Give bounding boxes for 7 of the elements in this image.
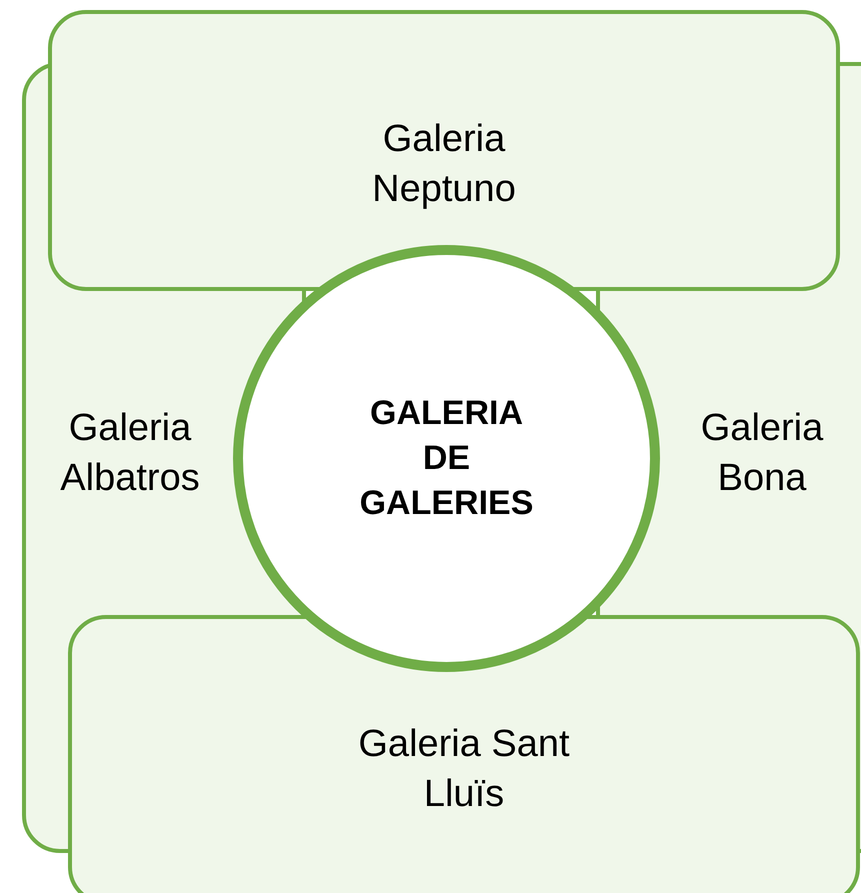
gallery-box: [68, 615, 860, 893]
node-label: GALERIA DE GALERIES: [358, 393, 534, 524]
node-label: Galeria Albatros: [59, 406, 201, 501]
node-label: Galeria Neptuno: [371, 117, 517, 212]
node-label: Galeria Sant Lluïs: [357, 722, 571, 817]
gallery-box: [48, 10, 840, 291]
node-label: Galeria Bona: [700, 406, 824, 501]
